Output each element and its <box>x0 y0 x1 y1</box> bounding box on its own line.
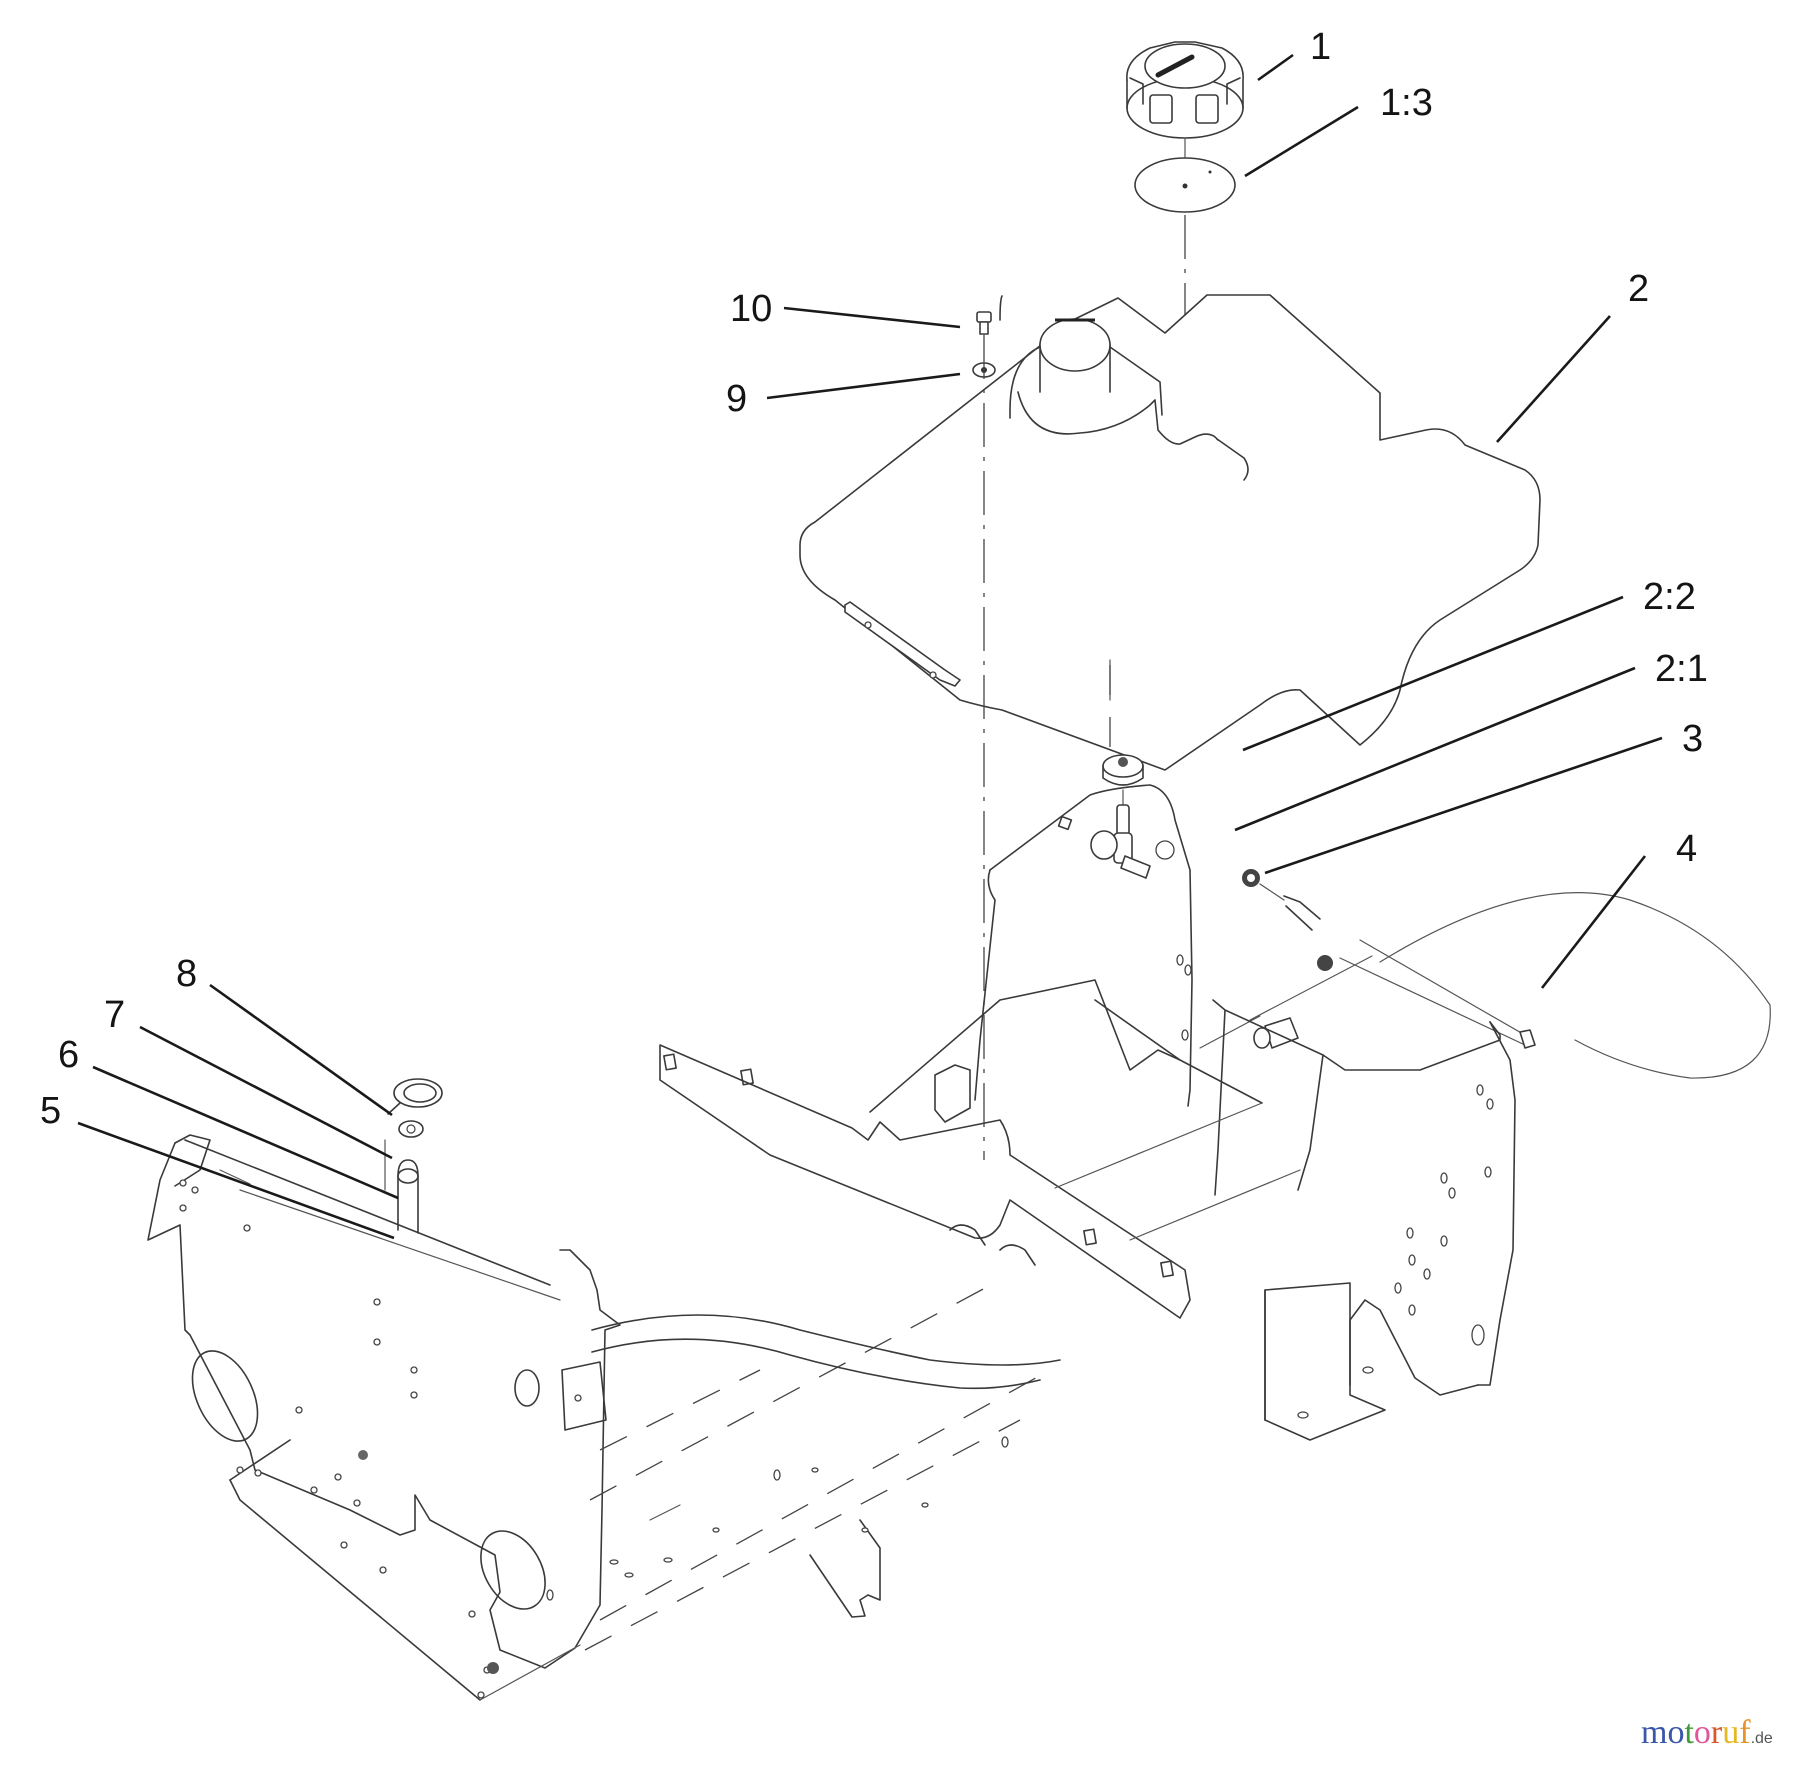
watermark-letter: f <box>1739 1714 1751 1751</box>
right-frame-panel <box>1264 1021 1516 1441</box>
hose-clamp-part <box>1242 869 1260 887</box>
watermark-letter: o <box>1693 1714 1711 1751</box>
cross-member <box>659 1044 1191 1319</box>
support-post-part <box>384 1139 419 1234</box>
lower-chassis-rails <box>229 1279 1061 1701</box>
watermark-letter: t <box>1684 1714 1694 1751</box>
watermark-letter: m <box>1641 1714 1668 1751</box>
fuel-cap-part <box>1126 41 1244 139</box>
callout-3: 3 <box>1682 718 1704 760</box>
leader-lines <box>77 53 1663 1240</box>
fuel-line-part <box>1199 883 1771 1079</box>
watermark-logo: motoruf.de <box>1641 1716 1773 1750</box>
screw-part <box>976 311 992 335</box>
fuel-tank-part <box>799 294 1541 771</box>
callout-5: 5 <box>40 1090 62 1132</box>
cap-gasket-part <box>1134 157 1236 213</box>
grommet-part <box>1102 754 1144 786</box>
callout-1: 1 <box>1310 26 1332 68</box>
watermark-letter: u <box>1722 1714 1740 1751</box>
callout-2-1: 2:1 <box>1655 648 1708 690</box>
nut-part <box>398 1120 424 1138</box>
callout-10: 10 <box>730 288 773 330</box>
callout-2: 2 <box>1628 268 1650 310</box>
watermark-domain: .de <box>1750 1730 1773 1747</box>
callout-8: 8 <box>176 953 198 995</box>
watermark-letter: o <box>1667 1714 1685 1751</box>
center-tray <box>869 979 1301 1241</box>
callout-1-3: 1:3 <box>1380 82 1433 124</box>
retaining-ring-part <box>387 1078 443 1115</box>
callout-9: 9 <box>726 378 748 420</box>
callout-4: 4 <box>1676 828 1698 870</box>
callout-6: 6 <box>58 1034 80 1076</box>
watermark-letter: r <box>1710 1714 1723 1751</box>
center-frame-panel <box>974 784 1324 1196</box>
shutoff-valve-part <box>1090 804 1151 879</box>
left-frame-panel <box>147 1134 621 1669</box>
callout-2-2: 2:2 <box>1643 576 1696 618</box>
callout-7: 7 <box>104 994 126 1036</box>
